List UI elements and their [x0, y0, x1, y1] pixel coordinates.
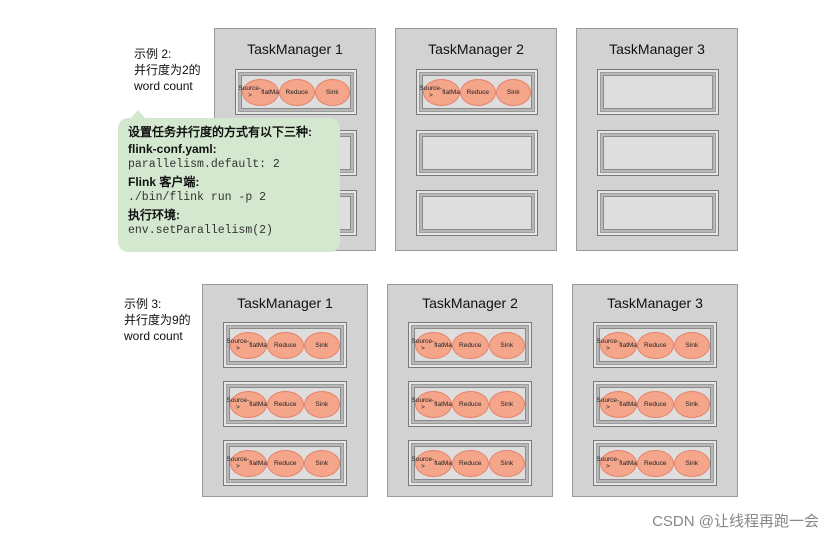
source-flatmap-operator: Source->flatMap [411, 390, 456, 418]
example2-caption-line1: 示例 2: [134, 47, 172, 61]
source-flatmap-operator: Source->flatMap [226, 331, 271, 359]
source-flatmap-operator: Source->flatMap [596, 449, 641, 477]
example3-caption: 示例 3: 并行度为9的 word count [124, 296, 191, 344]
task-slot-3 [416, 190, 538, 236]
reduce-operator: Reduce [637, 390, 674, 418]
callout-code-conf: parallelism.default: 2 [128, 158, 280, 171]
source-flatmap-operator: Source->flatMap [596, 390, 641, 418]
sink-operator: Sink [673, 449, 710, 477]
reduce-operator: Reduce [460, 78, 496, 106]
task-manager-title: TaskManager 1 [237, 295, 333, 311]
task-slot-inner [422, 196, 532, 230]
task-slot-inner [422, 136, 532, 170]
task-manager-title: TaskManager 2 [422, 295, 518, 311]
example3-caption-line3: word count [124, 329, 183, 343]
reduce-operator: Reduce [452, 390, 489, 418]
sink-operator: Sink [488, 449, 525, 477]
sink-operator: Sink [488, 331, 525, 359]
reduce-operator: Reduce [267, 390, 304, 418]
task-slot-inner [603, 136, 713, 170]
task-slot-2 [416, 130, 538, 176]
example2-caption: 示例 2: 并行度为2的 word count [134, 46, 201, 94]
source-flatmap-operator: Source->flatMap [226, 449, 271, 477]
callout-pointer [130, 110, 146, 119]
callout-label-conf: flink-conf.yaml: [128, 141, 217, 156]
callout-code-env: env.setParallelism(2) [128, 224, 273, 237]
sink-operator: Sink [303, 390, 340, 418]
sink-operator: Sink [488, 390, 525, 418]
task-manager-title: TaskManager 1 [247, 41, 343, 57]
reduce-operator: Reduce [267, 449, 304, 477]
task-manager-title: TaskManager 3 [607, 295, 703, 311]
task-slot-3 [597, 190, 719, 236]
example2-caption-line3: word count [134, 79, 193, 93]
example3-caption-line2: 并行度为9的 [124, 313, 191, 327]
example3-caption-line1: 示例 3: [124, 297, 162, 311]
sink-operator: Sink [673, 331, 710, 359]
callout-label-client: Flink 客户端: [128, 174, 200, 189]
source-flatmap-operator: Source->flatMap [411, 449, 456, 477]
task-manager-title: TaskManager 3 [609, 41, 705, 57]
task-manager-3: TaskManager 3 [576, 28, 738, 251]
sink-operator: Sink [673, 390, 710, 418]
task-slot-2 [597, 130, 719, 176]
sink-operator: Sink [495, 78, 531, 106]
reduce-operator: Reduce [267, 331, 304, 359]
source-flatmap-operator: Source->flatMap [411, 331, 456, 359]
source-flatmap-operator: Source->flatMap [226, 390, 271, 418]
reduce-operator: Reduce [452, 449, 489, 477]
reduce-operator: Reduce [279, 78, 315, 106]
sink-operator: Sink [303, 449, 340, 477]
watermark: CSDN @让线程再跑一会 [652, 513, 819, 530]
task-slot-inner [603, 196, 713, 230]
callout-code-client: ./bin/flink run -p 2 [128, 191, 267, 204]
example2-caption-line2: 并行度为2的 [134, 63, 201, 77]
reduce-operator: Reduce [637, 331, 674, 359]
task-slot-inner [603, 75, 713, 109]
callout-label-env: 执行环境: [128, 207, 180, 222]
callout-heading: 设置任务并行度的方式有以下三种: [128, 125, 312, 139]
source-flatmap-operator: Source->flatMap [419, 78, 464, 106]
task-manager-title: TaskManager 2 [428, 41, 524, 57]
task-slot-1 [597, 69, 719, 115]
sink-operator: Sink [303, 331, 340, 359]
reduce-operator: Reduce [452, 331, 489, 359]
parallelism-callout: 设置任务并行度的方式有以下三种: flink-conf.yaml: parall… [118, 118, 340, 252]
source-flatmap-operator: Source->flatMap [596, 331, 641, 359]
reduce-operator: Reduce [637, 449, 674, 477]
source-flatmap-operator: Source->flatMap [238, 78, 283, 106]
sink-operator: Sink [314, 78, 350, 106]
